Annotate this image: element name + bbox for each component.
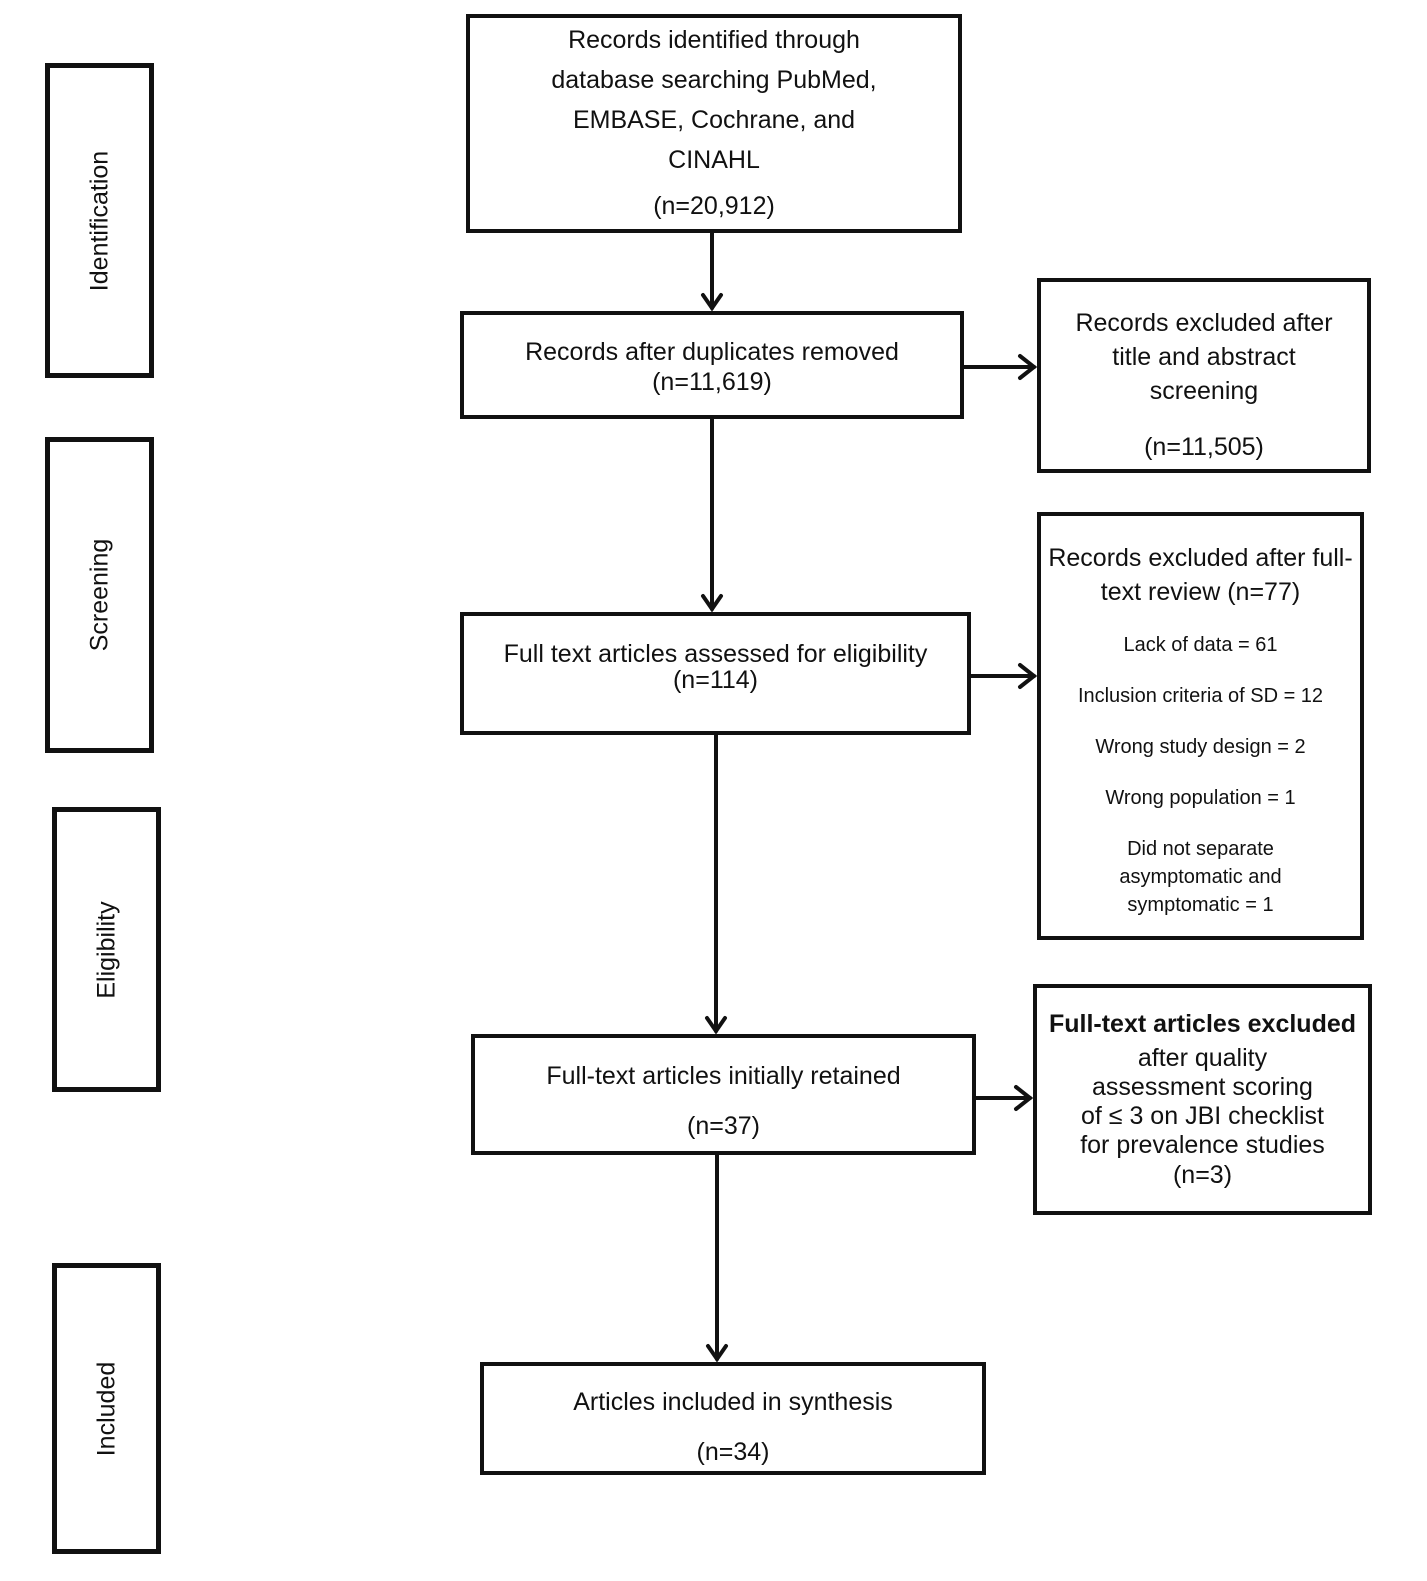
excluded-quality-box: Full-text articles excluded after qualit… [1033, 984, 1372, 1215]
arrowhead-deduplicated-to-assessed [701, 594, 723, 613]
excluded-title-abstract-count: (n=11,505) [1144, 433, 1264, 461]
stage-screening: Screening [45, 437, 154, 753]
arrowhead-retained-to-included [706, 1344, 728, 1363]
excluded-title-abstract-line-2: title and abstract [1112, 343, 1296, 371]
exclusion-reason: symptomatic = 1 [1127, 894, 1274, 916]
excluded-title-abstract-line-1: Records excluded after [1075, 309, 1333, 337]
stage-identification: Identification [45, 63, 154, 378]
exclusion-reason: Did not separate [1127, 838, 1274, 860]
retained-box: Full-text articles initially retained (n… [471, 1034, 976, 1155]
arrowhead-retained-to-excluded [1014, 1085, 1034, 1111]
exclusion-reason: asymptomatic and [1119, 866, 1282, 888]
excluded-title-abstract-box: Records excluded after title and abstrac… [1037, 278, 1371, 473]
identified-line-1: Records identified through [568, 26, 860, 54]
identified-line-3: EMBASE, Cochrane, and [572, 106, 856, 134]
excluded-quality-line-3: of ≤ 3 on JBI checklist [1081, 1102, 1324, 1130]
deduplicated-count: (n=11,619) [652, 368, 772, 396]
included-count: (n=34) [696, 1438, 770, 1466]
deduplicated-line-1: Records after duplicates removed [525, 338, 899, 366]
retained-count: (n=37) [687, 1112, 760, 1140]
full-text-assessed-line-1: Full text articles assessed for eligibil… [503, 640, 928, 668]
excluded-full-text-line-1: Records excluded after full- [1048, 544, 1353, 572]
excluded-quality-line-1: after quality [1137, 1044, 1268, 1072]
exclusion-reason: Lack of data = 61 [1123, 634, 1278, 656]
identified-line-2: database searching PubMed, [551, 66, 877, 94]
excluded-title-abstract-line-3: screening [1149, 377, 1259, 405]
excluded-quality-line-4: for prevalence studies [1080, 1131, 1325, 1159]
excluded-full-text-line-2: text review (n=77) [1100, 578, 1301, 606]
deduplicated-box: Records after duplicates removed (n=11,6… [460, 311, 964, 419]
identified-count: (n=20,912) [653, 192, 775, 220]
included-box: Articles included in synthesis (n=34) [480, 1362, 986, 1475]
stage-included: Included [52, 1263, 161, 1554]
full-text-assessed-count: (n=114) [672, 666, 758, 694]
exclusion-reason: Inclusion criteria of SD = 12 [1077, 685, 1324, 707]
excluded-quality-count: (n=3) [1172, 1161, 1233, 1189]
excluded-quality-line-2: assessment scoring [1092, 1073, 1313, 1101]
full-text-assessed-box: Full text articles assessed for eligibil… [460, 612, 971, 735]
identified-box: Records identified through database sear… [466, 14, 962, 233]
arrowhead-assessed-to-retained [705, 1016, 727, 1035]
excluded-full-text-box: Records excluded after full- text review… [1037, 512, 1364, 940]
identified-line-4: CINAHL [668, 146, 760, 174]
arrowhead-assessed-to-excluded [1018, 663, 1038, 689]
arrowhead-deduplicated-to-excluded [1018, 354, 1038, 380]
exclusion-reason: Wrong study design = 2 [1095, 736, 1306, 758]
arrowhead-identified-to-deduplicated [701, 293, 723, 312]
retained-line-1: Full-text articles initially retained [546, 1062, 901, 1090]
excluded-quality-heading: Full-text articles excluded [1048, 1010, 1357, 1038]
included-line-1: Articles included in synthesis [573, 1388, 893, 1416]
exclusion-reason: Wrong population = 1 [1105, 787, 1296, 809]
stage-eligibility: Eligibility [52, 807, 161, 1092]
